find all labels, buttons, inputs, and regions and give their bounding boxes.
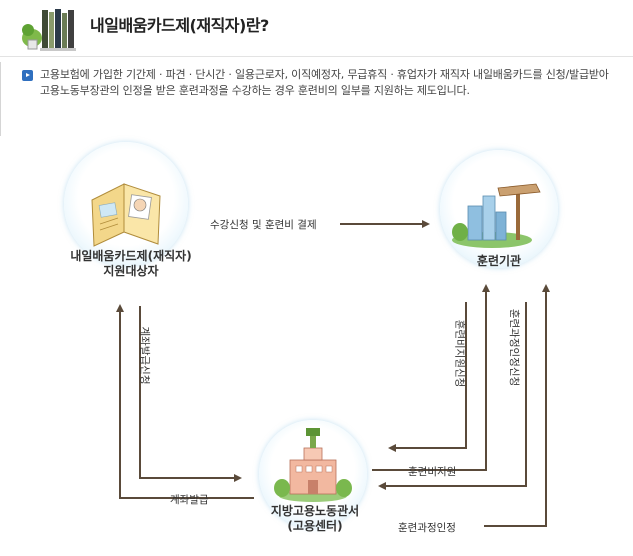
intro-text: 고용보험에 가입한 기간제 · 파견 · 단시간 · 일용근로자, 이직예정자,… bbox=[40, 68, 609, 97]
city-signpost-icon bbox=[452, 183, 541, 248]
fee-apply-label: 훈련비지원신청 bbox=[453, 319, 466, 388]
institution-circle bbox=[440, 150, 558, 268]
office-building-icon bbox=[274, 428, 352, 502]
arrow-course-approve bbox=[484, 284, 550, 527]
course-approve-label: 훈련과정인정 bbox=[398, 522, 456, 534]
card-apply-label: 계좌발급신청 bbox=[138, 326, 151, 385]
arrow-card-apply bbox=[139, 306, 242, 482]
institution-node-label: 훈련기관 bbox=[476, 254, 522, 268]
header-divider bbox=[0, 56, 633, 57]
arrow-fee-apply bbox=[388, 302, 467, 452]
arrow-card-issue bbox=[116, 304, 254, 499]
bookshelf-icon bbox=[18, 6, 80, 52]
arrow-fee-support bbox=[372, 284, 490, 471]
enroll-pay-label: 수강신청 및 훈련비 결제 bbox=[210, 219, 317, 231]
office-node-label: 지방고용노동관서 (고용센터) bbox=[270, 504, 360, 533]
page-title: 내일배움카드제(재직자)란? bbox=[90, 16, 269, 35]
side-rule bbox=[0, 62, 1, 136]
card-issue-label: 계좌발급 bbox=[170, 494, 209, 506]
fee-support-label: 훈련비지원 bbox=[408, 466, 457, 478]
course-apply-label: 훈련과정인정신청 bbox=[508, 308, 521, 387]
target-node-label: 내일배움카드제(재직자) 지원대상자 bbox=[70, 249, 192, 278]
bullet-icon bbox=[22, 70, 33, 81]
arrow-course-apply bbox=[378, 302, 527, 490]
open-book-icon bbox=[91, 183, 161, 247]
